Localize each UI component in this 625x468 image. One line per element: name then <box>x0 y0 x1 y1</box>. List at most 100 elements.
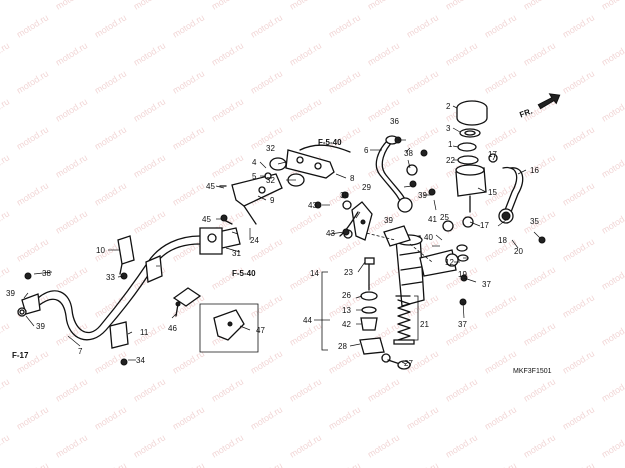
watermark-text: motod.ru <box>561 124 596 151</box>
watermark-text: motod.ru <box>0 320 11 347</box>
callout-26: 26 <box>342 291 351 300</box>
callout-39c: 39 <box>418 191 427 200</box>
watermark-text: motod.ru <box>132 320 167 347</box>
watermark-text: motod.ru <box>249 348 284 375</box>
watermark-text: motod.ru <box>522 264 557 291</box>
front-direction-arrow-icon <box>537 93 561 110</box>
watermark-text: motod.ru <box>15 180 50 207</box>
watermark-text: motod.ru <box>0 208 11 235</box>
callout-32a: 32 <box>266 144 275 153</box>
callout-39a: 39 <box>6 289 15 298</box>
callout-1: 1 <box>448 140 453 149</box>
callout-leader-lines <box>23 105 541 365</box>
callout-29: 29 <box>362 183 371 192</box>
watermark-text: motod.ru <box>483 292 518 319</box>
callout-3: 3 <box>446 124 451 133</box>
watermark-text: motod.ru <box>405 124 440 151</box>
watermark-text: motod.ru <box>288 0 323 12</box>
watermark-text: motod.ru <box>54 320 89 347</box>
watermark-text: motod.ru <box>93 404 128 431</box>
diagram-code: MKF3F1501 <box>513 368 552 375</box>
watermark-text: motod.ru <box>132 376 167 403</box>
direction-label: FR. <box>518 107 533 120</box>
watermark-text: motod.ru <box>132 208 167 235</box>
callout-43b: 43 <box>326 229 335 238</box>
callout-33: 33 <box>106 273 115 282</box>
watermark-text: motod.ru <box>93 68 128 95</box>
watermark-text: motod.ru <box>93 12 128 39</box>
watermark-text: motod.ru <box>132 152 167 179</box>
callout-7: 7 <box>78 347 83 356</box>
watermark-text: motod.ru <box>171 124 206 151</box>
watermark-text: motod.ru <box>561 404 596 431</box>
watermark-text: motod.ru <box>522 152 557 179</box>
watermark-text: motod.ru <box>327 236 362 263</box>
watermark-text: motod.ru <box>210 152 245 179</box>
ref-label-f540-top: F-5-40 <box>318 138 342 147</box>
master-cylinder-bracket <box>339 200 373 241</box>
watermark-text: motod.ru <box>483 68 518 95</box>
watermark-text: motod.ru <box>327 12 362 39</box>
watermark-text: motod.ru <box>522 432 557 459</box>
watermark-text: motod.ru <box>405 68 440 95</box>
watermark-text: motod.ru <box>483 460 518 468</box>
callout-38a: 38 <box>404 149 413 158</box>
callout-32b: 32 <box>266 176 275 185</box>
callout-24: 24 <box>250 236 259 245</box>
callout-31: 31 <box>232 249 241 258</box>
callout-37b: 37 <box>458 320 467 329</box>
callout-39d: 39 <box>384 216 393 225</box>
callout-25: 25 <box>440 213 449 222</box>
watermark-text: motod.ru <box>249 404 284 431</box>
watermark-text: motod.ru <box>132 432 167 459</box>
watermark-text: motod.ru <box>444 376 479 403</box>
watermark-text: motod.ru <box>600 264 625 291</box>
callout-11: 11 <box>140 328 149 337</box>
watermark-text: motod.ru <box>561 292 596 319</box>
callout-36: 36 <box>390 117 399 126</box>
watermark-text: motod.ru <box>0 40 11 67</box>
callout-22: 22 <box>446 156 455 165</box>
callout-27: 27 <box>404 359 413 368</box>
watermark-text: motod.ru <box>522 0 557 12</box>
watermark-text: motod.ru <box>600 208 625 235</box>
watermark-text: motod.ru <box>327 460 362 468</box>
callout-17b: 17 <box>480 221 489 230</box>
watermark-text: motod.ru <box>522 208 557 235</box>
callout-5: 5 <box>252 172 257 181</box>
watermark-text: motod.ru <box>0 0 11 12</box>
watermark-text: motod.ru <box>15 460 50 468</box>
footpeg-bracket <box>217 144 351 249</box>
callout-bracket-21 <box>414 295 419 341</box>
watermark-text: motod.ru <box>600 320 625 347</box>
watermark-text: motod.ru <box>561 460 596 468</box>
watermark-text: motod.ru <box>54 376 89 403</box>
watermark-text: motod.ru <box>15 404 50 431</box>
hose-clamp <box>117 235 135 275</box>
ref-label-f17: F-17 <box>12 351 29 360</box>
callout-12: 12 <box>445 258 454 267</box>
callout-6: 6 <box>364 146 369 155</box>
watermark-text: motod.ru <box>366 432 401 459</box>
callout-9: 9 <box>270 196 275 205</box>
watermark-text: motod.ru <box>54 208 89 235</box>
callout-47: 47 <box>256 326 265 335</box>
watermark-text: motod.ru <box>15 12 50 39</box>
watermark-text: motod.ru <box>561 236 596 263</box>
watermark-text: motod.ru <box>288 40 323 67</box>
watermark-text: motod.ru <box>171 348 206 375</box>
watermark-text: motod.ru <box>54 264 89 291</box>
brake-hose-lower <box>17 227 223 366</box>
watermark-text: motod.ru <box>405 404 440 431</box>
watermark-text: motod.ru <box>0 432 11 459</box>
watermark-text: motod.ru <box>0 152 11 179</box>
small-bracket <box>172 287 259 353</box>
watermark-text: motod.ru <box>366 40 401 67</box>
callout-43a: 43 <box>308 201 317 210</box>
watermark-text: motod.ru <box>600 0 625 12</box>
watermark-text: motod.ru <box>54 432 89 459</box>
watermark-text: motod.ru <box>249 460 284 468</box>
watermark-text: motod.ru <box>405 460 440 468</box>
watermark-text: motod.ru <box>522 376 557 403</box>
